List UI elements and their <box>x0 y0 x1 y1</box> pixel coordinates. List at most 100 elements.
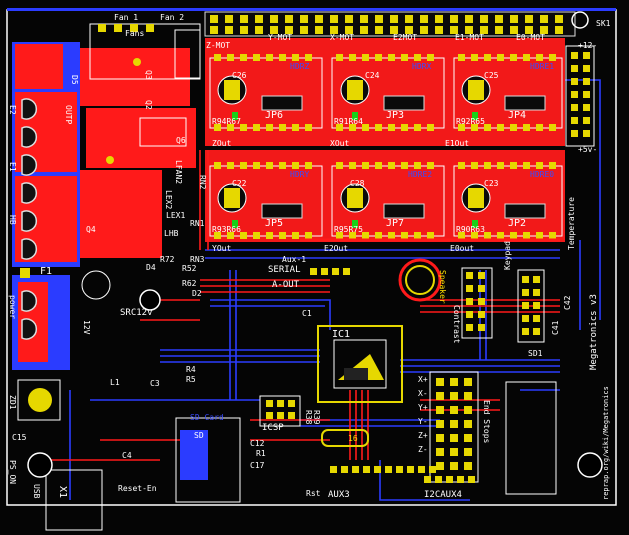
aux3-pin <box>396 466 403 473</box>
label-jp7: JP7 <box>386 218 404 229</box>
driver-pin <box>214 162 221 169</box>
driver-pin <box>240 232 247 239</box>
driver-pin <box>523 124 530 131</box>
label-r92r65: R92R65 <box>456 117 485 126</box>
driver-pin <box>336 232 343 239</box>
driver-pin <box>401 124 408 131</box>
aux3-pin <box>330 466 337 473</box>
driver-pin <box>336 124 343 131</box>
label-f1: F1 <box>40 266 52 277</box>
power-pin <box>571 104 578 111</box>
label-d5: D5 <box>70 75 79 85</box>
driver-pin <box>471 54 478 61</box>
label-icsp: ICSP <box>262 423 284 433</box>
header-pin <box>255 15 263 23</box>
label-r90r63: R90R63 <box>456 225 485 234</box>
power-pin <box>583 91 590 98</box>
stepper-drivers <box>205 38 565 242</box>
label-zmot: Z-MOT <box>206 41 230 50</box>
lcd-pin <box>478 298 485 305</box>
endstop-pin <box>464 406 472 414</box>
label-lex2: LEX2 <box>164 190 173 209</box>
serial-pin <box>332 268 339 275</box>
header-pin <box>405 26 413 34</box>
endstop-pin <box>464 448 472 456</box>
header-pin <box>255 26 263 34</box>
serial-pin <box>321 268 328 275</box>
label-q3: Q3 <box>144 70 153 80</box>
label-end_stops: End Stops <box>482 400 491 444</box>
driver-pin <box>549 232 556 239</box>
power-copper <box>12 23 201 370</box>
driver-pin <box>388 54 395 61</box>
driver-pin <box>349 54 356 61</box>
driver-pin <box>497 162 504 169</box>
header-pin <box>540 15 548 23</box>
label-i2caux4: I2CAUX4 <box>424 490 462 500</box>
label-q4: Q4 <box>86 225 96 234</box>
header-pin <box>465 26 473 34</box>
driver-pin <box>227 232 234 239</box>
driver-pin <box>305 54 312 61</box>
label-fan1: Fan 1 <box>114 13 138 22</box>
label-xout: XOut <box>330 139 349 148</box>
label-serial: SERIAL <box>268 265 301 275</box>
driver-pin <box>458 232 465 239</box>
label-r5: R5 <box>186 375 196 384</box>
label-c41: C41 <box>551 320 560 335</box>
driver-pin <box>253 162 260 169</box>
driver-pin <box>292 124 299 131</box>
driver-pin <box>523 232 530 239</box>
driver-pin <box>401 54 408 61</box>
label-hb: HB <box>8 215 17 225</box>
driver-pin <box>549 124 556 131</box>
header-pin <box>480 26 488 34</box>
driver-pin <box>253 54 260 61</box>
endstop-pin <box>464 378 472 386</box>
header-pin <box>390 26 398 34</box>
endstop-pin <box>436 448 444 456</box>
driver-pin <box>414 124 421 131</box>
traces <box>30 79 601 501</box>
driver-pin <box>362 54 369 61</box>
lcd-pin <box>466 285 473 292</box>
label-hdrx: HDRX <box>412 62 431 71</box>
label-r94r67: R94R67 <box>212 117 241 126</box>
header-pin <box>435 26 443 34</box>
driver-pin <box>484 54 491 61</box>
label-speaker: Speaker <box>438 270 447 304</box>
serial-pin <box>343 268 350 275</box>
power-pin <box>583 65 590 72</box>
driver-pin <box>279 232 286 239</box>
driver-pin <box>253 232 260 239</box>
keypad-pin <box>522 276 529 283</box>
lcd-pin <box>466 324 473 331</box>
label-e1mot: E1-MOT <box>455 33 484 42</box>
icsp-pin <box>288 412 295 419</box>
icsp-pin <box>288 400 295 407</box>
label-12v: 12V <box>82 320 91 335</box>
driver-pin <box>471 124 478 131</box>
header-pin <box>480 15 488 23</box>
label-title: Megatronics v3 <box>589 294 599 370</box>
driver-pin <box>497 54 504 61</box>
label-ic1: IC1 <box>332 329 350 340</box>
endstop-pin <box>436 378 444 386</box>
driver-pin <box>266 54 273 61</box>
label-xtal: 16 <box>348 434 358 443</box>
driver-pin <box>427 124 434 131</box>
board-top-edge <box>7 8 616 11</box>
driver-pin <box>375 124 382 131</box>
label-c1: C1 <box>302 309 312 318</box>
label-outp: OUTP <box>64 105 73 124</box>
driver-pin <box>484 232 491 239</box>
lcd-pin <box>478 324 485 331</box>
endstop-pin <box>450 448 458 456</box>
label-aux3: AUX3 <box>328 490 350 500</box>
driver-pin <box>362 232 369 239</box>
driver-pin <box>266 124 273 131</box>
label-q2: Q2 <box>144 100 153 110</box>
driver-pin <box>305 124 312 131</box>
driver-pin <box>292 54 299 61</box>
keypad-pin <box>522 302 529 309</box>
